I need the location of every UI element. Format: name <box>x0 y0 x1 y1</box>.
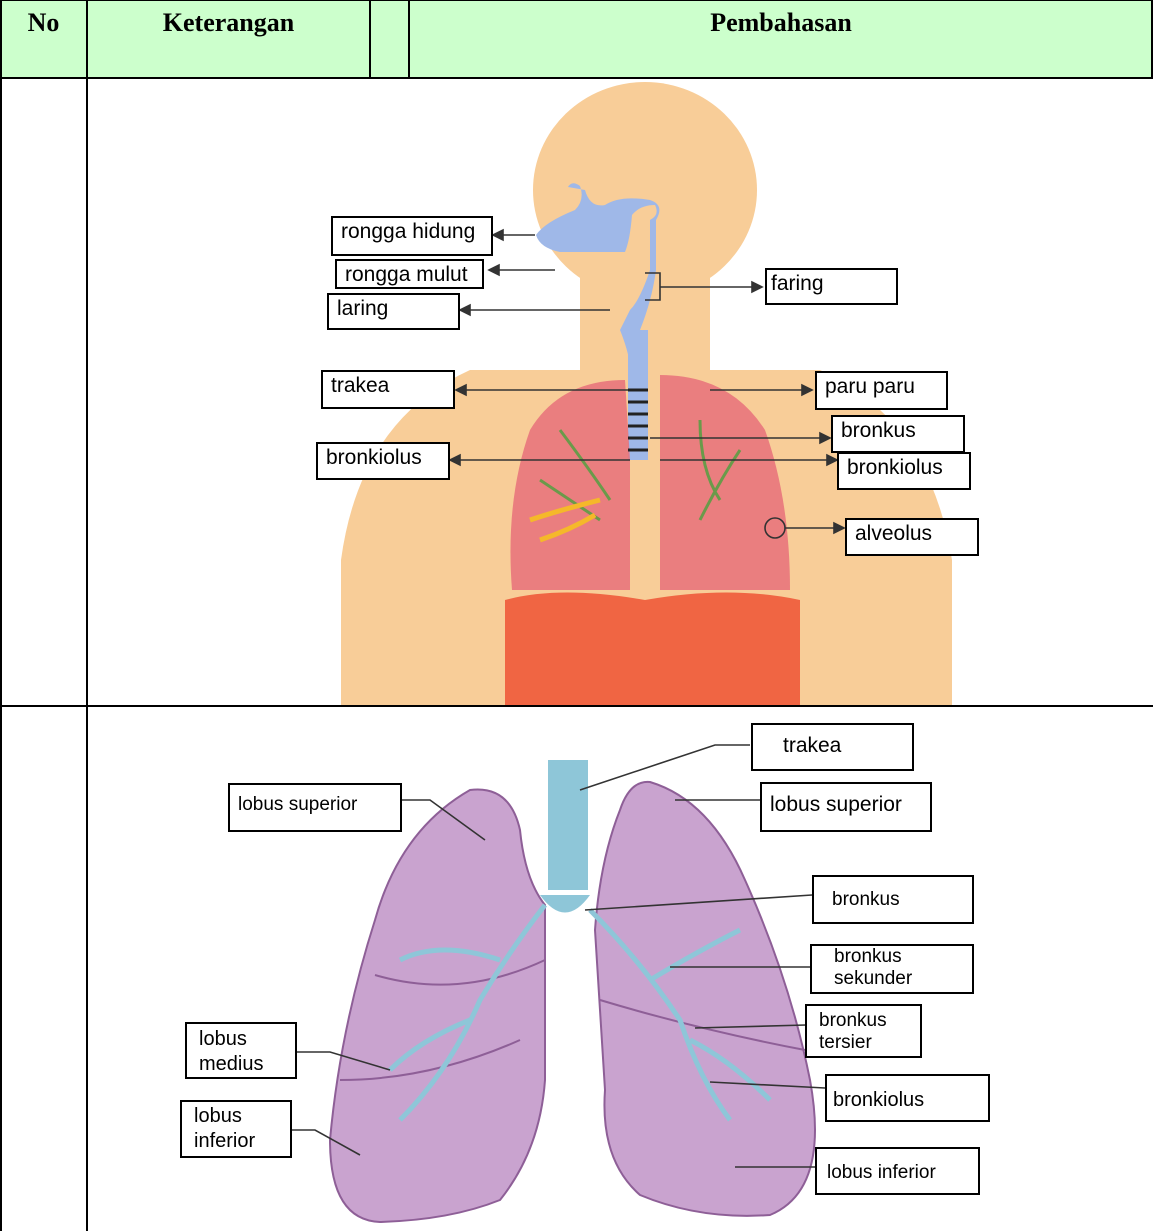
table-line-col2 <box>369 0 371 78</box>
label-bronkus-fig1: bronkus <box>831 415 965 453</box>
lungs-anatomy-figure <box>330 760 815 1222</box>
label-bronkus-sekunder: bronkus sekunder <box>810 944 974 994</box>
table-line-row1-bottom <box>0 705 1153 707</box>
label-lobus-medius: lobus medius <box>185 1022 297 1079</box>
label-alveolus: alveolus <box>845 518 979 556</box>
label-lobus-superior-right: lobus superior <box>760 782 932 832</box>
table-line-col3 <box>408 0 410 78</box>
diaphragm <box>505 593 800 706</box>
label-bronkiolus-right: bronkiolus <box>837 452 971 490</box>
label-bronkus-tersier: bronkus tersier <box>805 1004 922 1058</box>
label-faring: faring <box>765 268 898 305</box>
label-trakea-fig1: trakea <box>321 370 455 409</box>
label-lobus-inferior-left: lobus inferior <box>180 1100 292 1158</box>
label-trakea-fig2: trakea <box>751 723 914 771</box>
label-bronkiolus-left: bronkiolus <box>316 442 450 480</box>
table-line-header-bottom <box>0 77 1153 79</box>
label-laring: laring <box>327 293 460 330</box>
table-line-left <box>0 0 2 1231</box>
label-lobus-inferior-right: lobus inferior <box>815 1147 980 1195</box>
label-bronkus-fig2: bronkus <box>812 875 974 924</box>
table-line-col1 <box>86 0 88 1231</box>
label-rongga-mulut: rongga mulut <box>335 259 484 289</box>
label-rongga-hidung: rongga hidung <box>331 216 493 256</box>
label-paru-paru: paru paru <box>815 371 948 410</box>
table-line-top <box>0 0 1153 1</box>
label-bronkiolus-fig2: bronkiolus <box>825 1074 990 1122</box>
label-lobus-superior-left: lobus superior <box>228 783 402 832</box>
